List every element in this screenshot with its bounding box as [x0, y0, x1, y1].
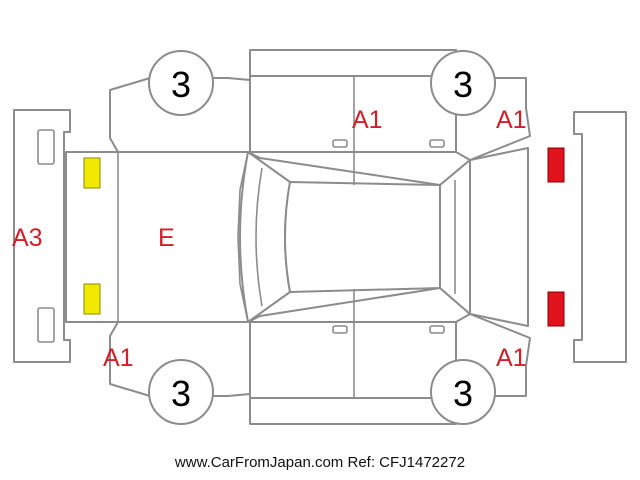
- right-side-panels: [109, 289, 531, 425]
- damage-code-right-doors: A1: [352, 106, 383, 134]
- headlight-right: [83, 283, 101, 315]
- tire-rear-right-grade: 3: [453, 373, 473, 414]
- footer: www.CarFromJapan.com Ref: CFJ1472272: [0, 454, 640, 471]
- damage-code-rear-right-quarter: A1: [496, 344, 527, 372]
- damage-code-hood: E: [158, 224, 175, 252]
- damage-code-rear-left-quarter: A1: [103, 344, 134, 372]
- tire-front-left: 3: [148, 50, 214, 116]
- damage-code-front-bumper: A3: [12, 224, 43, 252]
- tire-front-left-grade: 3: [171, 64, 191, 105]
- taillight-right: [547, 291, 565, 327]
- footer-website: www.CarFromJapan.com: [174, 454, 344, 471]
- headlight-left: [83, 157, 101, 189]
- footer-ref: Ref: CFJ1472272: [347, 454, 466, 471]
- front-bumper: [13, 109, 71, 363]
- damage-code-front-right-fender: A1: [496, 106, 527, 134]
- tire-rear-left-grade: 3: [453, 64, 473, 105]
- rear-bumper: [573, 111, 627, 363]
- tire-front-right-grade: 3: [171, 373, 191, 414]
- tire-rear-left: 3: [430, 50, 496, 116]
- tire-front-right: 3: [148, 359, 214, 425]
- taillight-left: [547, 147, 565, 183]
- tire-rear-right: 3: [430, 359, 496, 425]
